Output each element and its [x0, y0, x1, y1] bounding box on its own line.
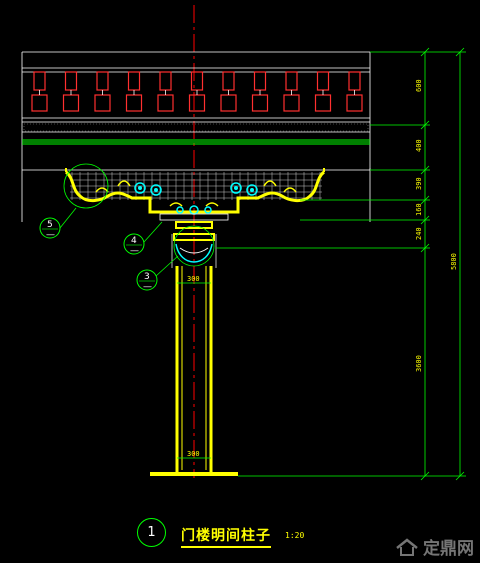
- watermark: 定鼎网: [395, 534, 474, 559]
- dim-label-400: 400: [415, 139, 423, 152]
- house-logo-icon: [396, 537, 418, 556]
- column-width-label-bottom: 300: [187, 450, 200, 458]
- callout-5-number: 5: [47, 220, 53, 230]
- drawing-scale: 1:20: [285, 531, 305, 540]
- bracket-block: [220, 71, 237, 112]
- dim-label-240: 240: [415, 227, 423, 240]
- callout-4-number: 4: [131, 236, 137, 246]
- bracket-block: [283, 71, 300, 112]
- bracket-block: [94, 71, 111, 112]
- watermark-text: 定鼎网: [423, 539, 474, 559]
- column-width-label-top: 300: [187, 275, 200, 283]
- callout-4: 4 —: [123, 221, 163, 256]
- bracket-block: [251, 71, 269, 112]
- bracket-block: [188, 71, 206, 112]
- bracket-block: [62, 71, 80, 112]
- callout-3-number: 3: [144, 272, 150, 282]
- bracket-row: [31, 71, 363, 112]
- bracket-block: [125, 71, 143, 112]
- bracket-block: [31, 71, 48, 112]
- dim-label-3600: 3600: [415, 355, 423, 372]
- column-outline-white: [171, 234, 217, 268]
- dim-label-160: 160: [415, 203, 423, 216]
- dimension-chain: [216, 47, 466, 481]
- callout-3: 3 —: [136, 225, 215, 292]
- dim-label-390: 390: [415, 177, 423, 190]
- detail-number-badge: 1: [137, 518, 166, 547]
- callout-5: 5 —: [39, 163, 109, 240]
- dim-label-600: 600: [415, 79, 423, 92]
- dimension-labels: 600 400 390 160 240 3600 5800: [415, 79, 458, 372]
- column-base: [150, 472, 238, 476]
- callout-3-sub: —: [143, 282, 152, 292]
- purlin-lines: [22, 139, 370, 145]
- bracket-block: [346, 71, 363, 112]
- bracket-block: [314, 71, 332, 112]
- capital-corbel: [64, 168, 326, 263]
- callout-5-sub: —: [46, 230, 55, 240]
- callout-4-sub: —: [130, 246, 139, 256]
- dim-label-total: 5800: [450, 253, 458, 270]
- drawing-title: 门楼明间柱子: [181, 525, 271, 548]
- bracket-block: [157, 71, 174, 112]
- tile-band: [23, 123, 369, 132]
- column-shaft: [175, 266, 213, 472]
